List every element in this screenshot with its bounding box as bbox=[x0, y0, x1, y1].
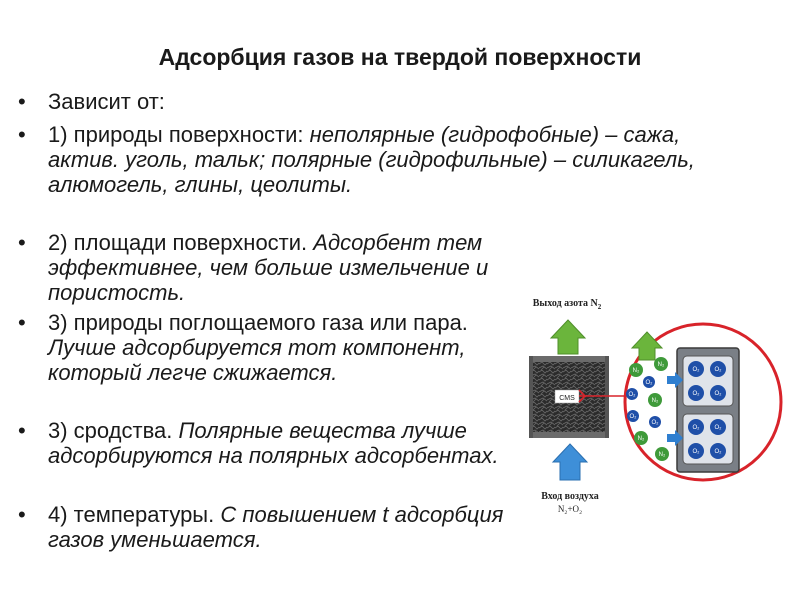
slide-title: Адсорбция газов на твердой поверхности bbox=[158, 44, 642, 70]
svg-text:O₂: O₂ bbox=[715, 391, 723, 397]
cms-label: CMS bbox=[559, 395, 575, 402]
o2-entry-arrow-bottom-icon bbox=[667, 430, 683, 446]
zoom-connector-marker bbox=[578, 389, 587, 403]
bullet-item: • 1) природы поверхности: неполярные (гид… bbox=[18, 122, 748, 197]
svg-text:N₂: N₂ bbox=[652, 398, 659, 404]
svg-text:O₂: O₂ bbox=[693, 391, 701, 397]
bullet-item: •3) природы поглощаемого газа или пара. … bbox=[18, 310, 508, 385]
bullet-dot: • bbox=[18, 418, 26, 443]
bullet-item: • Зависит от: bbox=[18, 89, 748, 114]
bullet-dot: • bbox=[18, 310, 26, 335]
svg-text:N₂: N₂ bbox=[659, 452, 666, 458]
bullet-normal-text: 4) температуры. bbox=[48, 502, 221, 527]
svg-text:O₂: O₂ bbox=[715, 449, 723, 455]
svg-text:O₂: O₂ bbox=[652, 420, 660, 426]
outlet-label: Выход азота N2 bbox=[533, 298, 602, 311]
svg-text:N₂: N₂ bbox=[658, 362, 665, 368]
svg-text:N₂: N₂ bbox=[638, 436, 645, 442]
inlet-formula: N₂+O₂ bbox=[558, 504, 582, 514]
bullet-italic-text: Адсорбент тем эффективнее, чем больше из… bbox=[48, 230, 489, 305]
inlet-label: Вход воздуха bbox=[541, 491, 599, 502]
bullet-normal-text: 2) площади поверхности. bbox=[48, 230, 314, 255]
column-top-cap bbox=[529, 356, 609, 362]
bullet-normal-text: 1) природы поверхности: bbox=[48, 122, 310, 147]
svg-text:O₂: O₂ bbox=[630, 414, 638, 420]
svg-text:O₂: O₂ bbox=[715, 425, 723, 431]
bullet-dot: • bbox=[18, 89, 26, 114]
o2-molecules-top: O₂ O₂ O₂ O₂ bbox=[688, 361, 726, 401]
svg-text:O₂: O₂ bbox=[629, 392, 637, 398]
svg-text:O₂: O₂ bbox=[715, 367, 723, 373]
svg-text:O₂: O₂ bbox=[693, 449, 701, 455]
bullet-normal-text: 3) сродства. bbox=[48, 418, 179, 443]
bullet-dot: • bbox=[18, 230, 26, 255]
bullet-item: • 3) сродства. Полярные вещества лучше ад… bbox=[18, 418, 508, 468]
bullet-item: • 4) температуры. С повышением t адсорбци… bbox=[18, 502, 508, 552]
o2-molecules-bottom: O₂ O₂ O₂ O₂ bbox=[688, 419, 726, 459]
bullet-italic-text: Лучше адсорбируется тот компонент, котор… bbox=[48, 335, 466, 385]
bullet-italic-text: С повышением t адсорбция газов уменьшает… bbox=[48, 502, 504, 552]
svg-text:N₂: N₂ bbox=[633, 368, 640, 374]
bullet-normal-text: 3) природы поглощаемого газа или пара. bbox=[48, 310, 468, 335]
column-right-wall bbox=[605, 356, 609, 438]
bullet-dot: • bbox=[18, 502, 26, 527]
bullet-italic-text: Полярные вещества лучше адсорбируются на… bbox=[48, 418, 499, 468]
o2-entry-arrow-top-icon bbox=[667, 372, 683, 388]
column-left-wall bbox=[529, 356, 533, 438]
column-bottom-cap bbox=[529, 432, 609, 438]
bullet-dot: • bbox=[18, 122, 26, 147]
svg-text:O₂: O₂ bbox=[646, 380, 654, 386]
svg-text:O₂: O₂ bbox=[693, 425, 701, 431]
outlet-arrow-icon bbox=[549, 319, 587, 355]
n2-flow-arrow-icon bbox=[630, 331, 664, 361]
free-molecules: N₂ N₂ O₂ O₂ N₂ O₂ O₂ N₂ N₂ bbox=[626, 357, 669, 461]
bullet-item: • 2) площади поверхности. Адсорбент тем э… bbox=[18, 230, 608, 305]
inlet-arrow-icon bbox=[551, 443, 589, 481]
svg-text:O₂: O₂ bbox=[693, 367, 701, 373]
bullet-italic-text: неполярные (гидрофобные) – сажа, актив. … bbox=[48, 122, 695, 197]
adsorption-diagram: Выход азота N2 Вход воздуха N₂+O₂ CMS O₂… bbox=[529, 298, 783, 514]
bullet-normal-text: Зависит от: bbox=[48, 89, 165, 114]
